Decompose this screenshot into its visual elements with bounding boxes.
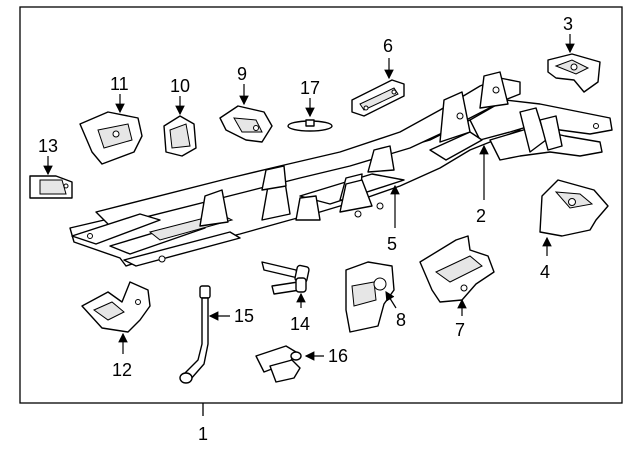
part-8-mount (345, 261, 395, 333)
vehicle-frame (69, 71, 613, 267)
callout-5: 5 (387, 234, 397, 254)
callout-17: 17 (300, 78, 320, 98)
part-14-bolts (261, 261, 310, 295)
part-10-bracket (163, 115, 197, 157)
callout-14: 14 (290, 314, 310, 334)
callout-4: 4 (540, 262, 550, 282)
callout-11: 11 (110, 74, 129, 94)
callout-15: 15 (234, 306, 254, 326)
assembly-border (19, 6, 623, 404)
part-9-bracket (219, 105, 273, 143)
part-12-bracket (81, 281, 151, 333)
callout-8-leader (385, 290, 397, 309)
callout-7: 7 (455, 320, 465, 340)
part-13-bracket (29, 175, 73, 199)
callout-9: 9 (237, 64, 247, 84)
part-3-bracket (547, 53, 601, 93)
part-17-plug (287, 119, 333, 132)
callout-8: 8 (396, 310, 406, 330)
callout-3: 3 (563, 14, 573, 34)
callout-10: 10 (170, 76, 190, 96)
part-7-bracket (419, 235, 495, 303)
callout-1: 1 (198, 424, 208, 444)
callout-6: 6 (383, 36, 393, 56)
part-16-bolt-set (255, 345, 302, 383)
part-15-bolt (179, 285, 211, 384)
callout-13: 13 (38, 136, 58, 156)
callout-16: 16 (328, 346, 348, 366)
callout-12: 12 (112, 360, 132, 380)
part-4-bracket (539, 179, 609, 237)
part-6-bracket (351, 79, 405, 117)
part-11-bracket (79, 111, 143, 165)
callout-2: 2 (476, 206, 486, 226)
